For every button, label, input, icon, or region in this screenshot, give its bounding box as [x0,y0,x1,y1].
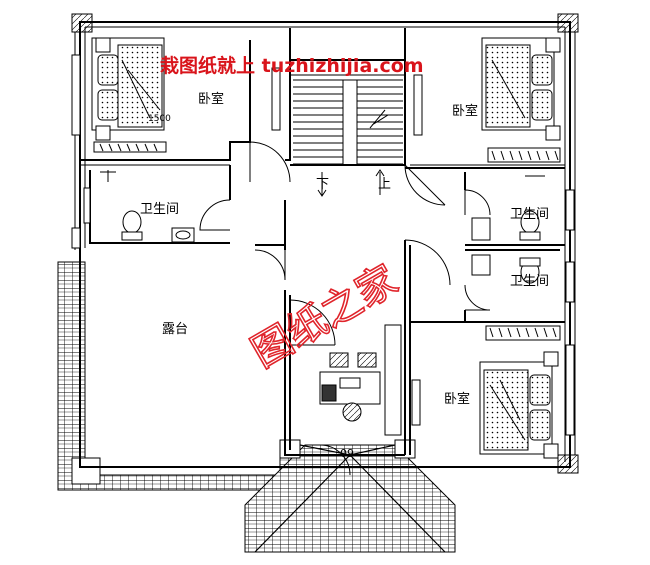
dimension-bottom-label: 09 [340,447,354,460]
door-swings [199,141,491,476]
bed-se [479,325,561,459]
label-stair-down: 下 [316,177,329,192]
bed-ne [481,37,561,163]
bed-nw [91,37,167,153]
office-furniture [319,352,381,422]
label-bedroom-ne: 卧室 [452,103,478,119]
bath-fixtures [100,170,545,284]
label-bath-e1: 卫生间 [510,207,549,222]
room-labels: 卧室 卧室 卧室 卫生间 卫生间 卫生间 露台 下 上 1500 09 [140,91,549,460]
staircase [293,79,403,197]
watermark-center: 图纸之家 [244,257,406,377]
label-bedroom-se: 卧室 [444,391,470,407]
dimension-label: 1500 [148,114,171,124]
label-bath-w: 卫生间 [140,202,179,217]
wardrobe-hangers [99,143,559,338]
label-bath-e2: 卫生间 [510,274,549,289]
label-bedroom-nw: 卧室 [198,91,224,107]
windows [71,54,575,436]
watermark-top: 栽图纸就上 tuzhizhijia.com [160,54,424,77]
label-stair-up: 上 [378,177,391,192]
label-terrace: 露台 [162,322,188,337]
